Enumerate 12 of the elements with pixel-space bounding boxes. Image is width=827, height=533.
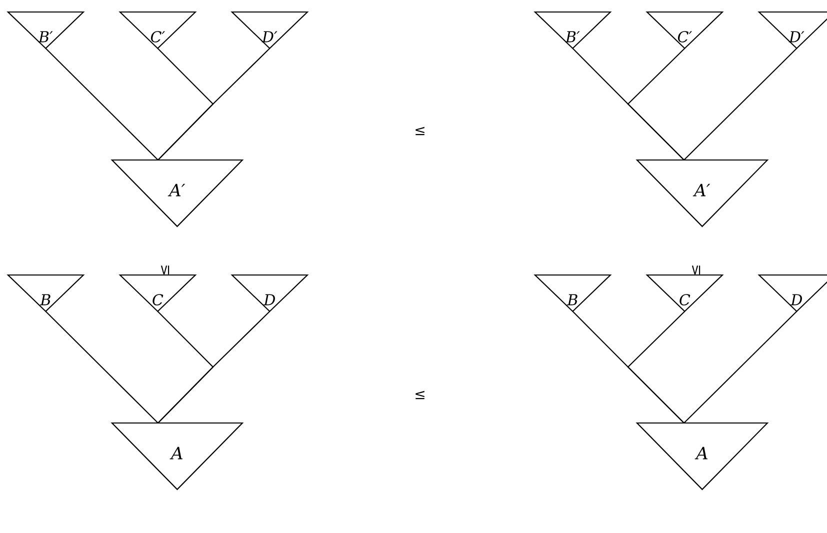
- branch-line: [627, 48, 686, 160]
- branch-line: [158, 311, 270, 424]
- order-symbol: ≤: [416, 390, 424, 400]
- order-symbol: ≤: [692, 266, 700, 274]
- order-symbol: ≤: [160, 266, 170, 274]
- branch-line: [158, 48, 270, 160]
- branch-line: [627, 311, 686, 424]
- branch-line: [684, 48, 798, 160]
- branch-line: [45, 311, 158, 424]
- branch-line: [45, 48, 158, 160]
- order-symbol: ≤: [416, 126, 424, 136]
- branch-line: [684, 311, 798, 424]
